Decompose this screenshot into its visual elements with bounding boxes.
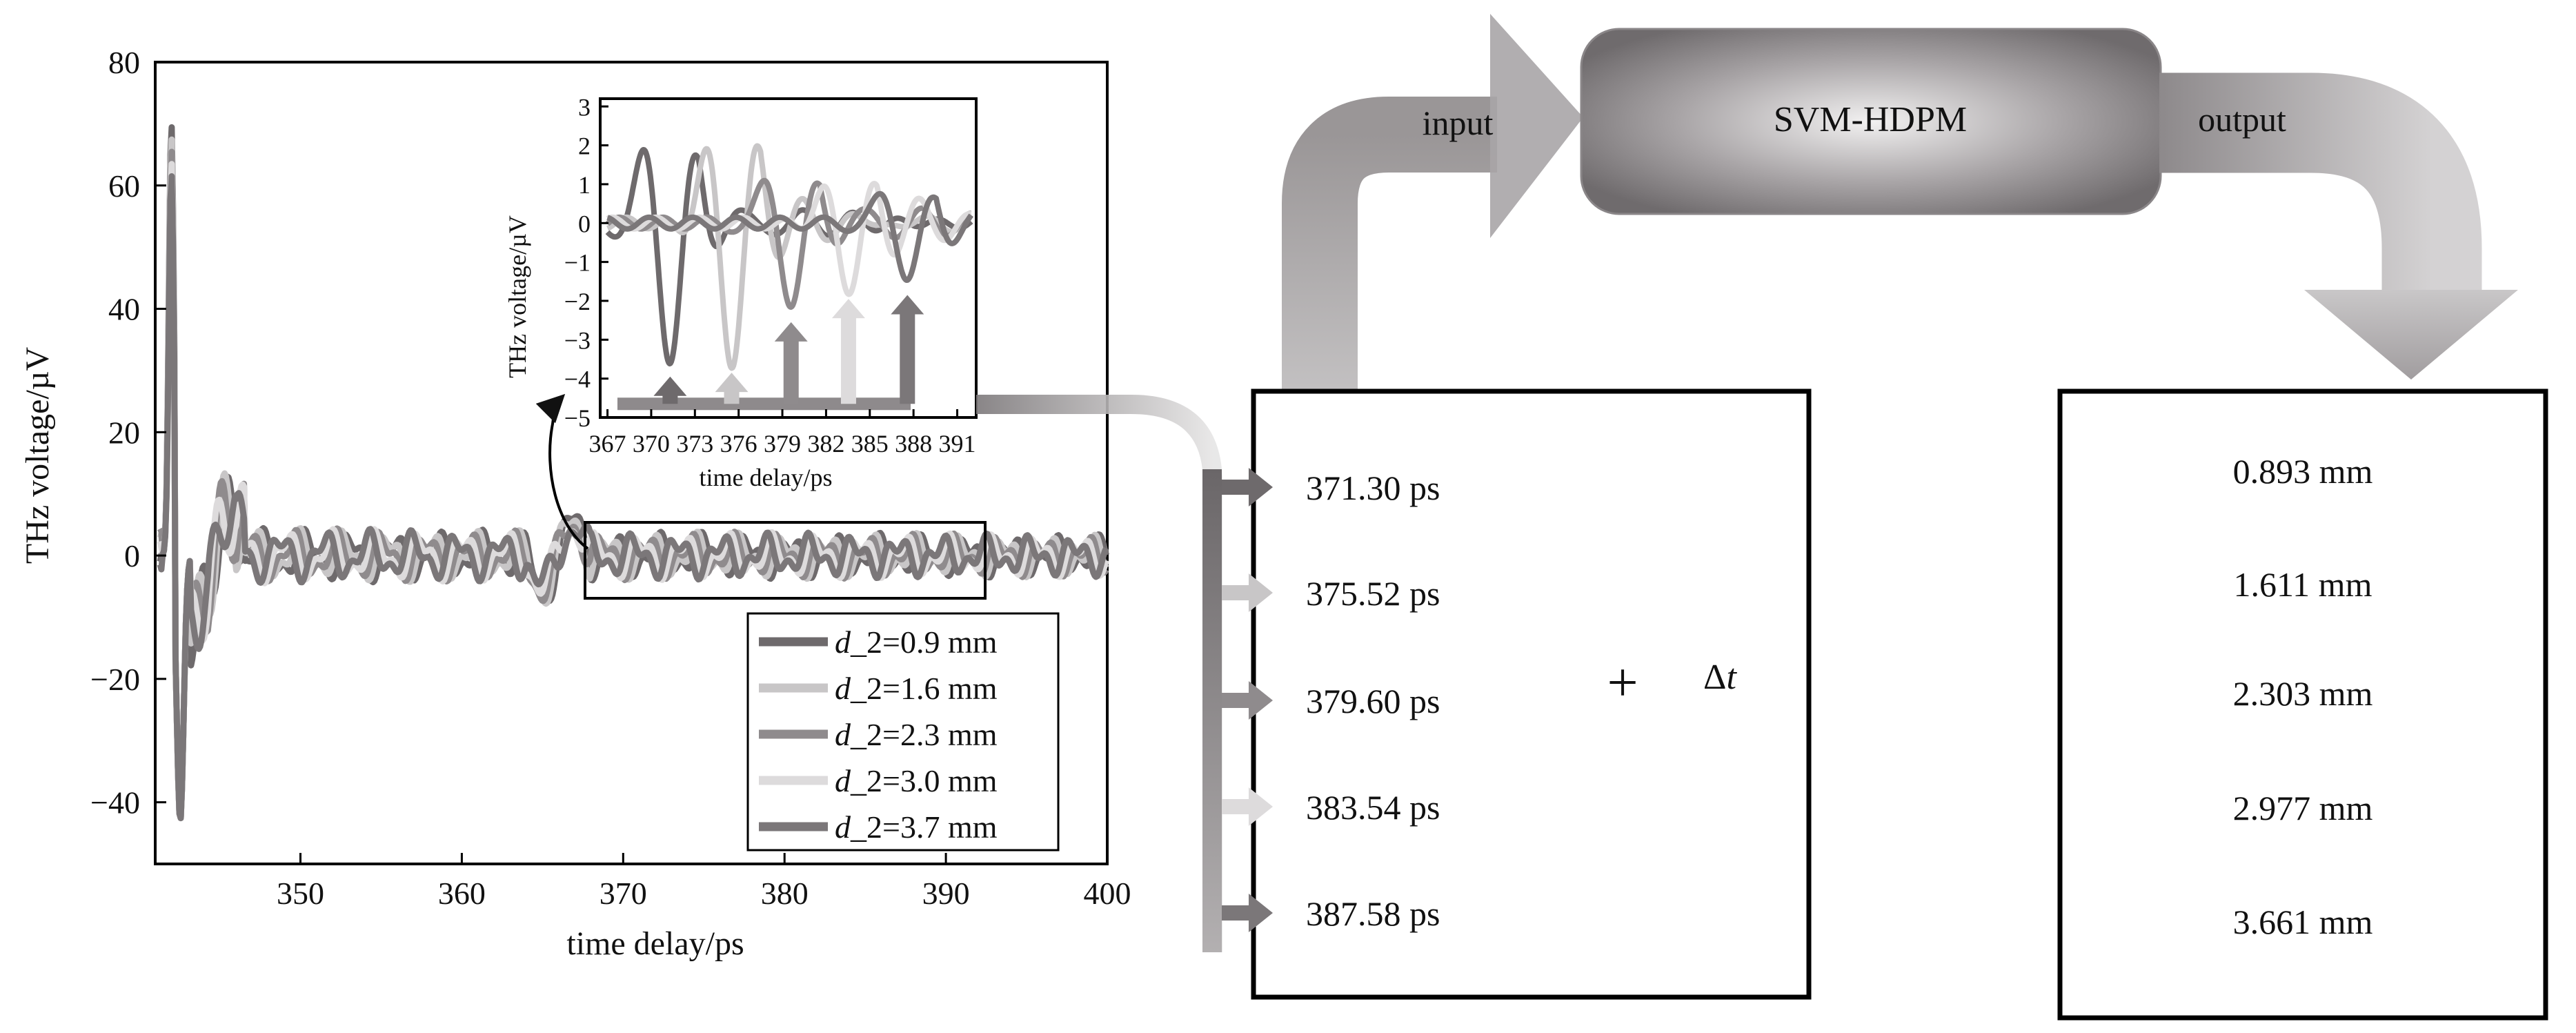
legend-label: d_2=3.7 mm bbox=[835, 809, 998, 845]
inset-y-tick-group: 3 2 1 0 −1 −2 −3 −4 −5 bbox=[564, 93, 608, 432]
echo-arrow-head bbox=[653, 376, 687, 396]
echo-arrow-shaft bbox=[783, 338, 799, 404]
main-x-tick-label: 400 bbox=[1084, 876, 1131, 911]
input-branch-arrowhead bbox=[1249, 787, 1273, 826]
input-value: 375.52 ps bbox=[1306, 574, 1440, 613]
input-arrow-group: 371.30 ps 375.52 ps 379.60 ps 383.54 ps 387.… bbox=[1212, 468, 1440, 933]
legend: d_2=0.9 mm d_2=1.6 mm d_2=2.3 mm d_2=3.0 mm… bbox=[746, 612, 1060, 852]
output-label: output bbox=[2198, 100, 2286, 139]
main-plot-frame bbox=[154, 61, 1109, 865]
output-value: 3.661 mm bbox=[2233, 903, 2373, 941]
main-y-tick-label: 0 bbox=[124, 538, 140, 573]
legend-items: d_2=0.9 mm d_2=1.6 mm d_2=2.3 mm d_2=3.0 mm… bbox=[759, 624, 998, 845]
input-branch-arrowhead bbox=[1249, 468, 1273, 506]
output-item-group: 0.893 mm 1.611 mm 2.303 mm 2.977 mm 3.661 mm bbox=[2233, 452, 2373, 941]
inset-x-axis-label: time delay/ps bbox=[700, 464, 833, 491]
zoom-region-box bbox=[584, 521, 987, 600]
branch-trunk bbox=[1202, 469, 1222, 952]
zoom-pointer-arrow bbox=[535, 393, 589, 550]
output-arrow: output bbox=[2159, 72, 2518, 380]
main-y-tick-label: −40 bbox=[90, 785, 140, 820]
input-branch-arrowhead bbox=[1249, 681, 1273, 720]
main-y-tick-label: 80 bbox=[108, 45, 140, 80]
main-x-tick-label: 360 bbox=[438, 876, 486, 911]
delta-t: Δt bbox=[1703, 658, 1737, 697]
echo-arrow-group bbox=[617, 295, 924, 411]
main-x-tick-label: 380 bbox=[761, 876, 809, 911]
inset-x-tick-label: 388 bbox=[895, 430, 932, 458]
main-x-axis-label: time delay/ps bbox=[566, 925, 744, 962]
inset-y-tick-label: −3 bbox=[564, 326, 591, 354]
inset-y-tick-label: −2 bbox=[564, 288, 591, 315]
main-series-line bbox=[157, 173, 1109, 822]
inset-x-tick-label: 367 bbox=[589, 430, 626, 458]
legend-label: d_2=3.0 mm bbox=[835, 763, 998, 798]
echo-arrow-head bbox=[774, 322, 808, 342]
main-x-tick-label: 370 bbox=[600, 876, 647, 911]
legend-label: d_2=2.3 mm bbox=[835, 717, 998, 752]
legend-label: d_2=0.9 mm bbox=[835, 624, 998, 660]
inset-y-tick-label: −4 bbox=[564, 366, 591, 393]
main-y-axis-label: THz voltage/µV bbox=[19, 347, 56, 564]
inset-y-tick-label: 2 bbox=[578, 132, 591, 160]
input-branch-arrowhead bbox=[1249, 894, 1273, 932]
output-value: 2.977 mm bbox=[2233, 789, 2373, 827]
main-x-tick-label: 350 bbox=[277, 876, 324, 911]
model-box: SVM-HDPM bbox=[1580, 28, 2162, 215]
input-label: input bbox=[1423, 104, 1494, 142]
plus-sign: + bbox=[1607, 653, 1638, 714]
inset-x-tick-label: 370 bbox=[633, 430, 670, 458]
echo-arrow-shaft bbox=[900, 311, 915, 404]
inset-x-tick-label: 379 bbox=[764, 430, 801, 458]
input-arrow: input bbox=[1282, 14, 1583, 400]
main-y-tick-group: 80 60 40 20 0 −20 −40 bbox=[90, 45, 166, 820]
legend-label: d_2=1.6 mm bbox=[835, 671, 998, 706]
inset-x-tick-label: 373 bbox=[676, 430, 713, 458]
input-values-box: 371.30 ps 375.52 ps 379.60 ps 383.54 ps 387.… bbox=[1212, 388, 1812, 1000]
inset-x-tick-label: 385 bbox=[851, 430, 889, 458]
input-value: 383.54 ps bbox=[1306, 788, 1440, 827]
echo-arrow-head bbox=[891, 295, 924, 315]
input-value: 371.30 ps bbox=[1306, 469, 1440, 507]
inset-y-tick-label: −1 bbox=[564, 249, 591, 277]
output-value: 0.893 mm bbox=[2233, 452, 2373, 491]
input-value: 387.58 ps bbox=[1306, 894, 1440, 933]
main-y-tick-label: 40 bbox=[108, 292, 140, 327]
input-branch-arrowhead bbox=[1249, 573, 1273, 612]
inset-y-tick-label: 3 bbox=[578, 93, 591, 121]
inset-x-tick-label: 391 bbox=[939, 430, 976, 458]
echo-arrow-shaft bbox=[840, 315, 856, 404]
main-y-tick-label: −20 bbox=[90, 662, 140, 697]
inset-y-tick-label: −5 bbox=[564, 404, 591, 432]
inset-series-line bbox=[605, 190, 974, 283]
output-value: 1.611 mm bbox=[2234, 565, 2372, 604]
echo-arrow-head bbox=[715, 373, 749, 393]
main-series-group bbox=[157, 124, 1109, 822]
inset-y-tick-label: 0 bbox=[578, 210, 591, 237]
echo-arrow-shaft bbox=[724, 389, 740, 404]
inset-y-tick-label: 1 bbox=[578, 171, 591, 199]
main-y-tick-label: 20 bbox=[108, 415, 140, 450]
output-value: 2.303 mm bbox=[2233, 674, 2373, 713]
echo-arrow-head bbox=[831, 299, 865, 319]
main-y-tick-label: 60 bbox=[108, 168, 140, 204]
inset-y-axis-label: THz voltage/µV bbox=[504, 215, 531, 378]
output-values-box: 0.893 mm 1.611 mm 2.303 mm 2.977 mm 3.661 mm bbox=[2057, 388, 2548, 1021]
model-label: SVM-HDPM bbox=[1774, 100, 1967, 139]
inset-x-tick-label: 376 bbox=[720, 430, 757, 458]
inset-x-tick-label: 382 bbox=[807, 430, 844, 458]
main-x-tick-label: 390 bbox=[922, 876, 970, 911]
inset-series-group bbox=[605, 143, 974, 371]
main-x-tick-group: 350 360 370 380 390 400 bbox=[277, 853, 1131, 911]
input-value: 379.60 ps bbox=[1306, 682, 1440, 720]
